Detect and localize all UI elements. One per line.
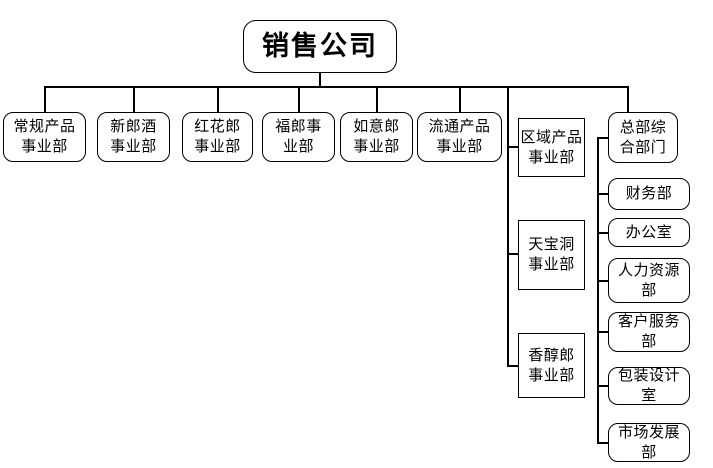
connector-right-trunk: [597, 137, 599, 443]
node-label-line: 事业部: [528, 255, 575, 273]
connector-drop-zongbu: [627, 86, 629, 112]
node-label-line: 事业部: [21, 137, 68, 155]
node-label-line: 客户服务: [617, 312, 680, 331]
node-label-line: 业部: [282, 137, 314, 155]
node-xiangchunlang: 香醇郎 事业部: [518, 333, 585, 398]
node-shichang-fazhan: 市场发展 部: [608, 423, 690, 462]
node-sales-company: 销售公司: [243, 20, 397, 73]
node-label-line: 事业部: [194, 137, 241, 155]
node-ruyilang: 如意郎 事业部: [340, 112, 413, 162]
node-label-line: 部: [641, 280, 657, 299]
node-label-line: 市场发展: [617, 422, 680, 441]
connector-drop-changgui: [44, 86, 46, 112]
node-renli-ziyuan: 人力资源 部: [608, 258, 690, 303]
node-label: 销售公司: [262, 30, 378, 62]
node-liutong-products: 流通产品 事业部: [417, 112, 502, 162]
node-label-line: 新郎酒: [110, 117, 157, 136]
connector-main-rail: [44, 86, 629, 88]
node-zongbu-zonghe: 总部综 合部门: [608, 112, 678, 163]
connector-title-drop: [319, 73, 321, 86]
connector-drop-xinlangjiu: [133, 86, 135, 112]
connector-tick-baozhuang: [597, 385, 608, 387]
connector-drop-honghualang: [217, 86, 219, 112]
connector-tick-tianbaodong: [507, 253, 518, 255]
node-label-line: 部: [641, 332, 657, 350]
connector-drop-liutong: [459, 86, 461, 112]
node-label-line: 常规产品: [13, 117, 76, 136]
connector-middle-trunk: [507, 86, 509, 366]
connector-tick-caiwu: [597, 193, 608, 195]
connector-drop-ruyilang: [376, 86, 378, 112]
node-label-line: 天宝洞: [528, 235, 575, 254]
connector-tick-quyu: [507, 146, 518, 148]
node-label-line: 红花郎: [194, 117, 241, 136]
connector-tick-shichang: [597, 442, 608, 444]
node-label-line: 事业部: [110, 137, 157, 155]
node-label-line: 总部综: [619, 117, 667, 136]
connector-tick-xiangchunlang: [507, 365, 518, 367]
node-label-line: 香醇郎: [528, 345, 575, 364]
node-label-line: 人力资源: [617, 260, 680, 279]
node-fulang: 福郎事 业部: [262, 112, 335, 162]
node-kehu-fuwu: 客户服务 部: [608, 312, 690, 352]
node-label-line: 事业部: [528, 365, 575, 384]
node-changgui-products: 常规产品 事业部: [3, 112, 86, 162]
node-label-line: 区域产品: [520, 127, 583, 146]
connector-tick-renli: [597, 280, 608, 282]
node-label-line: 室: [641, 386, 657, 404]
node-quyu-products: 区域产品 事业部: [518, 118, 585, 177]
node-label-line: 包装设计: [617, 366, 680, 385]
node-label-line: 办公室: [625, 222, 673, 241]
node-tianbaodong: 天宝洞 事业部: [518, 220, 585, 290]
node-label-line: 事业部: [528, 147, 575, 166]
connector-tick-zongbu: [597, 137, 608, 139]
node-label-line: 合部门: [619, 137, 667, 156]
node-caiwu: 财务部: [608, 178, 690, 210]
node-label-line: 财务部: [625, 184, 673, 203]
node-baozhuang-sheji: 包装设计 室: [608, 366, 690, 405]
node-label-line: 福郎事: [275, 117, 322, 136]
node-label-line: 流通产品: [428, 117, 491, 136]
connector-drop-fulang: [298, 86, 300, 112]
connector-tick-kehu: [597, 331, 608, 333]
node-label-line: 事业部: [436, 137, 483, 155]
node-label-line: 事业部: [353, 137, 400, 155]
node-label-line: 如意郎: [353, 117, 400, 136]
connector-tick-bangongshi: [597, 232, 608, 234]
node-label-line: 部: [641, 442, 657, 461]
node-xinlangjiu: 新郎酒 事业部: [97, 112, 170, 162]
node-bangongshi: 办公室: [608, 218, 690, 247]
node-honghualang: 红花郎 事业部: [182, 112, 253, 162]
